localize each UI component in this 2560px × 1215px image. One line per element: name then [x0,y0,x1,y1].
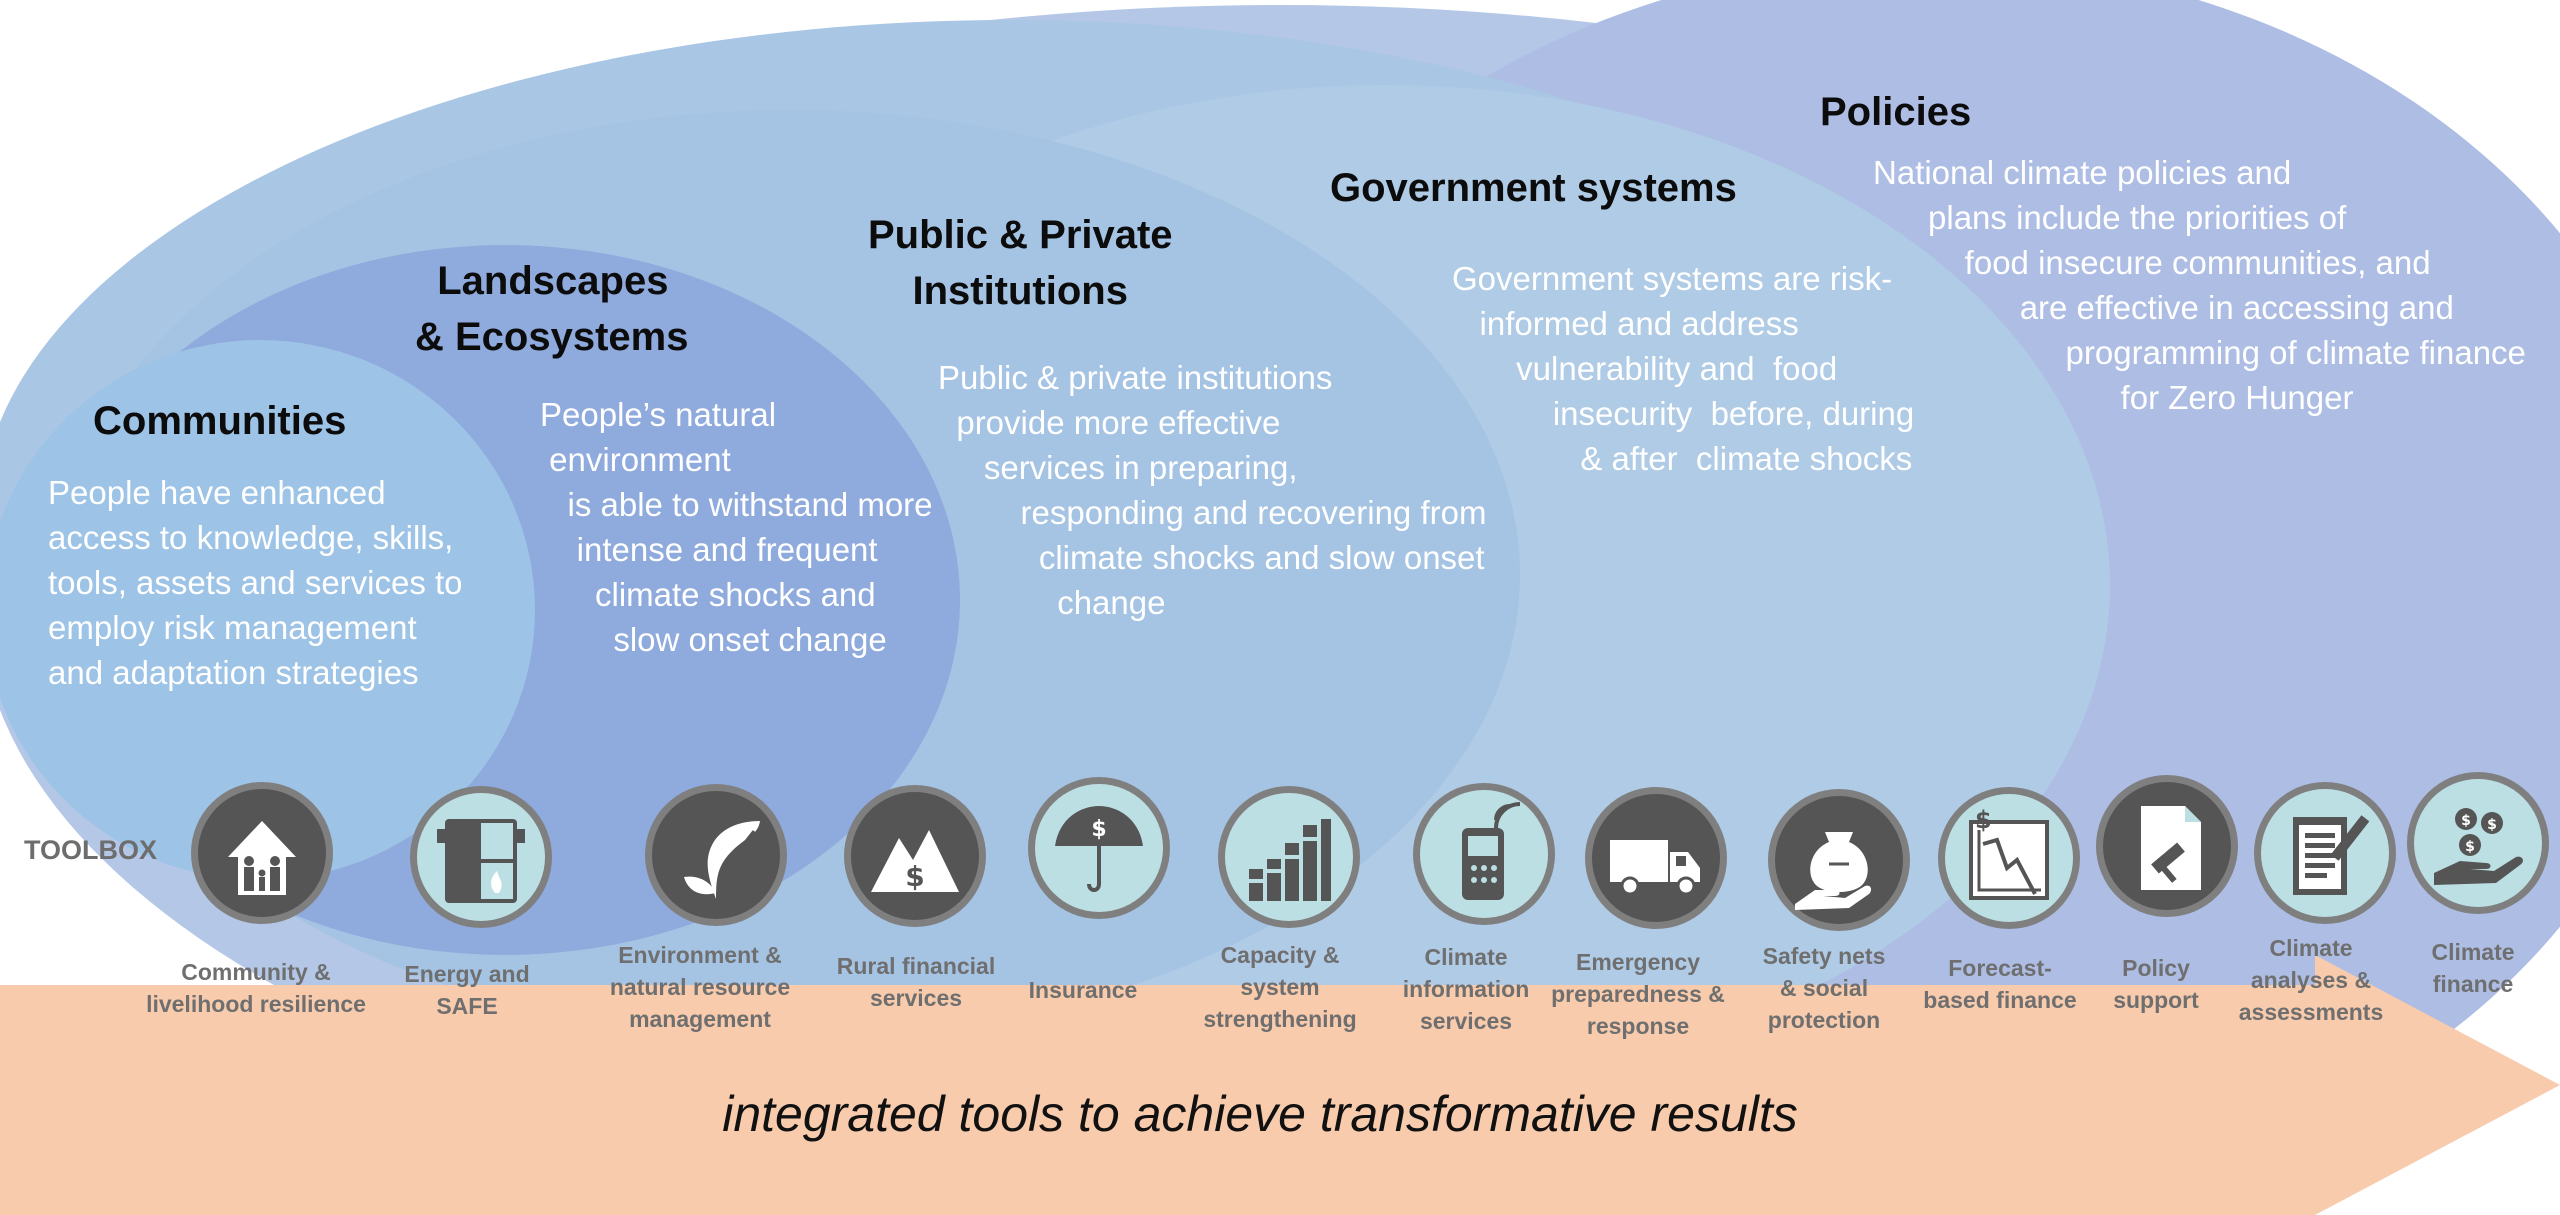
tool-label-bar-steps: Capacity & system strengthening [1203,942,1357,1032]
svg-text:$: $ [905,860,924,893]
truck-icon-graphic [1585,787,1727,929]
communities-title: Communities [93,399,347,443]
communities-ellipse [0,340,535,880]
forecast-chart-icon: $ [1935,784,2083,932]
bar-steps-icon-graphic [1218,786,1360,928]
svg-text:$: $ [2461,813,2471,829]
landscapes-title: Landscapes & Ecosystems [415,259,689,359]
tool-label-food-bag-hand: Safety nets & social protection [1762,943,1886,1033]
tool-label-document-gavel: Policy support [2113,955,2199,1013]
document-gavel-icon-graphic [2096,775,2238,917]
svg-text:$: $ [1975,806,1992,834]
policies-description: National climate policies and plans incl… [1873,154,2526,416]
institutions-title: Public & Private Institutions [868,213,1173,313]
tool-label-forecast-chart: Forecast- based finance [1923,955,2077,1013]
footer-tagline: integrated tools to achieve transformati… [722,1086,1798,1142]
umbrella-icon-graphic: $ [1028,777,1170,919]
tool-label-umbrella: Insurance [1028,977,1138,1003]
cookstove-icon [407,783,555,931]
tool-label-leaf: Environment & natural resource managemen… [609,942,791,1032]
leaf-icon-graphic [645,784,787,926]
clipboard-pen-icon [2251,779,2399,927]
government-title: Government systems [1330,166,1737,210]
institutions-description: Public & private institutions provide mo… [938,359,1487,621]
tool-label-clipboard-pen: Climate analyses & assessments [2238,935,2384,1025]
results-arrow [0,955,2560,1215]
tool-label-mountain-dollar: Rural financial services [836,953,996,1011]
forecast-chart-icon-graphic: $ [1938,787,2080,929]
tool-label-coins-hand: Climate finance [2431,939,2515,997]
umbrella-icon: $ [1025,774,1173,922]
truck-icon [1582,784,1730,932]
landscapes-description: People’s natural environment is able to … [540,396,933,658]
tool-label-cookstove: Energy and SAFE [404,961,530,1019]
mountain-dollar-icon-graphic: $ [844,785,986,927]
radio-icon [1410,780,1558,928]
food-bag-hand-icon [1765,786,1913,934]
tool-label-truck: Emergency preparedness & response [1551,949,1725,1039]
svg-text:$: $ [2487,817,2497,833]
family-house-icon-graphic [191,782,333,924]
communities-description: People have enhanced access to knowledge… [48,474,463,691]
cookstove-icon-graphic [410,786,552,928]
svg-text:$: $ [1091,817,1106,842]
coins-hand-icon-graphic: $ $ $ [2407,772,2549,914]
svg-text:$: $ [2465,839,2475,855]
family-house-icon [188,779,336,927]
tool-label-radio: Climate information services [1402,944,1530,1034]
policies-title: Policies [1820,90,1972,134]
radio-icon-graphic [1413,783,1555,925]
tool-label-family-house: Community & livelihood resilience [146,959,366,1017]
toolbox-label: TOOLBOX [24,835,158,865]
clipboard-pen-icon-graphic [2254,782,2396,924]
food-bag-hand-icon-graphic [1768,789,1910,931]
leaf-icon [642,781,790,929]
mountain-dollar-icon: $ [841,782,989,930]
coins-hand-icon: $ $ $ [2404,769,2552,917]
government-description: Government systems are risk- informed an… [1452,260,1915,477]
bar-steps-icon [1215,783,1363,931]
document-gavel-icon [2093,772,2241,920]
